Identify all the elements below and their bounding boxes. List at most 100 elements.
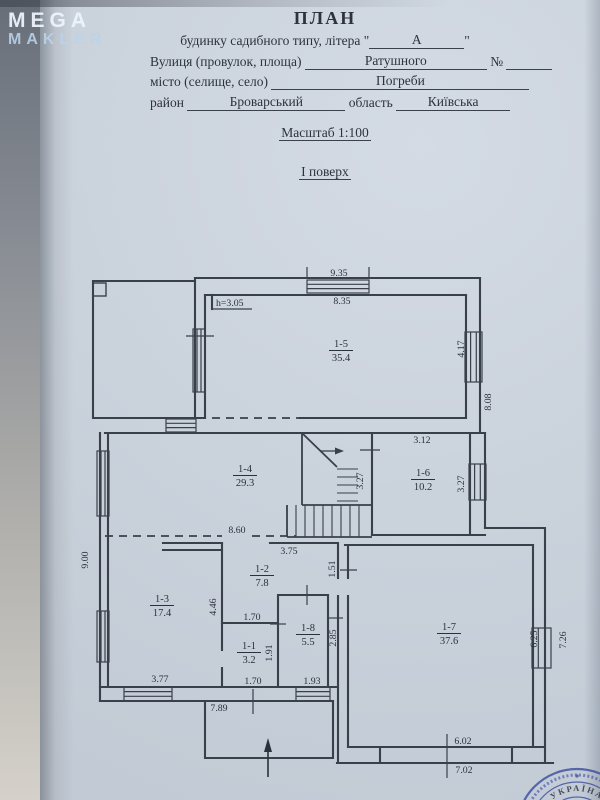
svg-text:1-8: 1-8 — [301, 623, 315, 634]
floor-text: І поверх — [299, 163, 351, 180]
litera-line: будинку садибного типу, літера "А" — [96, 32, 554, 49]
city-label: місто (селище, село) — [150, 74, 269, 89]
room-label-1-8: 1-8 5.5 — [296, 623, 320, 648]
document-header: ПЛАН будинку садибного типу, літера "А" … — [96, 8, 554, 180]
room-label-1-1: 1-1 3.2 — [237, 641, 261, 666]
dimension-label: 6.25 — [529, 630, 540, 647]
street-field: Ратушного — [304, 53, 487, 70]
room-label-1-4: 1-4 29.3 — [233, 464, 257, 489]
dimension-label: 3.77 — [151, 674, 168, 685]
official-stamp: УКРАЇНА — [523, 767, 600, 800]
window-room7 — [531, 627, 552, 669]
litera-field: А — [369, 32, 465, 49]
quote-open: " — [363, 33, 370, 48]
svg-text:3.2: 3.2 — [242, 655, 255, 666]
svg-text:37.6: 37.6 — [440, 636, 458, 647]
dimension-label: 1.51 — [327, 560, 338, 577]
svg-text:35.4: 35.4 — [332, 353, 351, 364]
book-edge — [0, 0, 40, 800]
window-top — [306, 279, 370, 294]
dimension-label: 1.91 — [264, 644, 275, 661]
dimension-labels: 9.35 8.35 h=3.05 4.17 8.08 3.12 3.27 3.2… — [80, 268, 569, 776]
district-line: район Броварський область Київська — [150, 94, 554, 111]
street-label: Вулиця (провулок, площа) — [150, 53, 302, 69]
dimension-label: 8.60 — [228, 525, 245, 536]
dimension-label: 1.70 — [244, 676, 261, 687]
district-field: Броварський — [187, 94, 346, 111]
svg-text:1-6: 1-6 — [416, 468, 430, 479]
dimension-label: 1.93 — [303, 676, 320, 687]
dimension-label: 6.02 — [454, 736, 471, 747]
window-terrace-bottom — [165, 418, 197, 433]
dimension-label: 3.75 — [280, 546, 297, 557]
window-left-upper — [96, 450, 110, 517]
svg-text:1-4: 1-4 — [238, 464, 253, 475]
window-bottom-left — [123, 686, 173, 702]
stamp-star-icon — [575, 774, 579, 778]
svg-text:7.8: 7.8 — [255, 578, 268, 589]
room-label-1-3: 1-3 17.4 — [150, 594, 174, 619]
page-fold-shadow — [40, 0, 74, 800]
street-line: Вулиця (провулок, площа) Ратушного № — [150, 53, 554, 70]
page-title: ПЛАН — [293, 8, 357, 28]
scale-text: Масштаб 1:100 — [279, 124, 371, 141]
svg-text:10.2: 10.2 — [414, 482, 432, 493]
dimension-label: 8.08 — [483, 393, 494, 410]
stair-direction-arrow-icon — [335, 447, 344, 455]
dimension-label: 4.17 — [456, 340, 467, 357]
city-field: Погреби — [271, 73, 530, 90]
number-field — [506, 53, 553, 70]
svg-text:17.4: 17.4 — [153, 608, 172, 619]
dimension-label: 1.70 — [243, 612, 260, 623]
quote-close: " — [464, 33, 470, 48]
window-terrace-wall — [192, 328, 206, 393]
room-label-1-7: 1-7 37.6 — [437, 622, 461, 647]
dimension-label: 9.00 — [80, 551, 91, 568]
dimension-label: 9.35 — [330, 268, 347, 279]
dimension-label: 4.46 — [208, 598, 219, 615]
dimension-label: 3.12 — [413, 435, 430, 446]
dimension-label: 3.27 — [456, 475, 467, 492]
city-line: місто (селище, село) Погреби — [150, 73, 554, 90]
room-label-1-6: 1-6 10.2 — [411, 468, 435, 493]
floor-line: І поверх — [96, 163, 554, 180]
dimension-ticks — [186, 267, 448, 778]
watermark-line1: MEGA — [8, 9, 91, 32]
dimension-label: 2.85 — [328, 629, 339, 646]
region-label: область — [348, 94, 393, 110]
ceiling-height-label: h=3.05 — [216, 298, 244, 309]
region-field: Київська — [396, 94, 511, 111]
dimension-label: 8.35 — [333, 296, 350, 307]
north-arrow-icon — [264, 738, 272, 777]
scale-line: Масштаб 1:100 — [96, 124, 554, 141]
window-right-upper — [464, 331, 483, 383]
window-bottom-right — [295, 686, 331, 702]
room-label-1-5: 1-5 35.4 — [329, 339, 353, 364]
window-room6 — [468, 463, 487, 501]
dimension-label: 7.26 — [558, 631, 569, 648]
watermark-line2: MAKLER — [8, 31, 107, 49]
dashed-opening-lines — [105, 417, 300, 537]
photo-top-shadow — [0, 0, 600, 7]
windows — [96, 279, 552, 702]
district-label: район — [150, 94, 184, 110]
dimension-label: 7.02 — [455, 765, 472, 776]
svg-text:1-1: 1-1 — [242, 641, 256, 652]
svg-text:1-3: 1-3 — [155, 594, 169, 605]
staircase — [286, 433, 372, 538]
photo-right-shadow — [584, 0, 600, 800]
number-label: № — [490, 53, 504, 69]
dimension-label: 3.27 — [355, 472, 366, 489]
dimension-label: 7.89 — [210, 703, 227, 714]
svg-text:1-2: 1-2 — [255, 564, 269, 575]
agency-watermark: MEGA MAKLER — [8, 9, 107, 49]
svg-text:1-7: 1-7 — [442, 622, 456, 633]
litera-label: будинку садибного типу, літера — [180, 33, 361, 48]
room-label-1-2: 1-2 7.8 — [250, 564, 274, 589]
window-left-lower — [96, 610, 110, 663]
room-labels: 1-5 35.4 1-4 29.3 1-6 10.2 1-3 17.4 1-2 — [150, 339, 461, 666]
svg-text:1-5: 1-5 — [334, 339, 348, 350]
svg-text:29.3: 29.3 — [236, 478, 254, 489]
